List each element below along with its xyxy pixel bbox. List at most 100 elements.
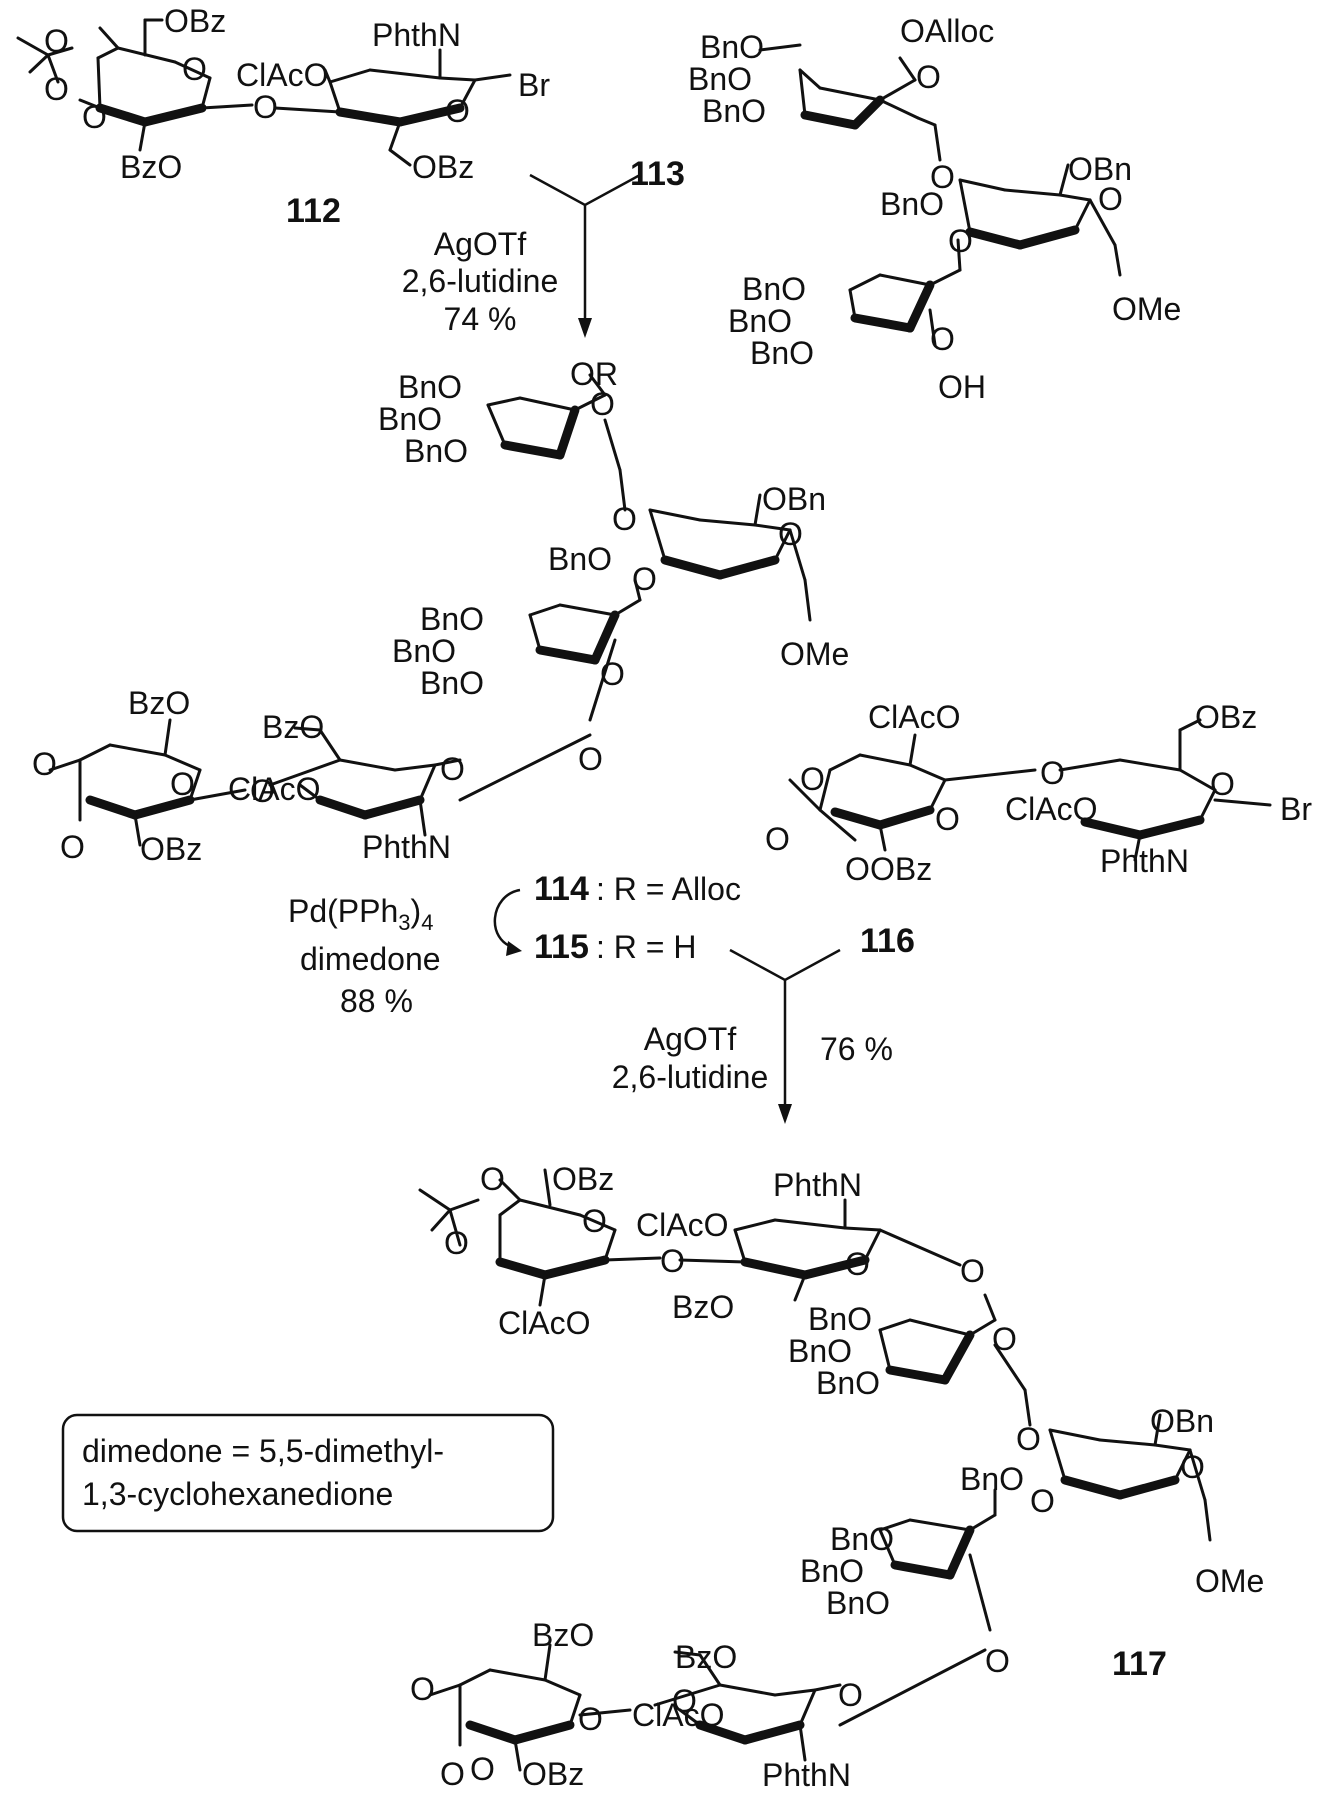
atom-label: ClAcO <box>868 699 960 735</box>
step3-reagent2: 2,6-lutidine <box>612 1059 769 1095</box>
atom-label: O <box>480 1161 505 1197</box>
note-line-1: dimedone = 5,5-dimethyl- <box>82 1433 444 1469</box>
atom-label: O <box>930 159 955 195</box>
atom-label: BzO <box>128 685 190 721</box>
atom-label: OBz <box>140 831 202 867</box>
atom-label: O <box>845 851 870 887</box>
atom-label: OBz <box>164 3 226 39</box>
atom-label: BnO <box>800 1553 864 1589</box>
atom-label: Br <box>1280 791 1312 827</box>
atom-label: BzO <box>532 1617 594 1653</box>
atom-label: OR <box>570 356 618 392</box>
atom-label: BnO <box>420 601 484 637</box>
atom-label: O <box>250 773 275 809</box>
atom-label: O <box>82 99 107 135</box>
atom-label: O <box>170 766 195 802</box>
atom-label: ClAcO <box>632 1697 724 1733</box>
atom-label: BnO <box>808 1301 872 1337</box>
atom-label: OBz <box>552 1161 614 1197</box>
atom-label: O <box>1030 1483 1055 1519</box>
atom-label: BzO <box>672 1289 734 1325</box>
atom-label: OMe <box>1112 291 1181 327</box>
atom-label: O <box>444 1225 469 1261</box>
atom-label: OBn <box>762 481 826 517</box>
atom-label: O <box>935 801 960 837</box>
step1-reagent2: 2,6-lutidine <box>402 263 559 299</box>
atom-label: O <box>1098 181 1123 217</box>
step3-reagent1: AgOTf <box>644 1021 737 1057</box>
atom-label: OBz <box>412 149 474 185</box>
atom-label: PhthN <box>362 829 451 865</box>
atom-label: OBz <box>1195 699 1257 735</box>
molecule-114-115: OR BnO BnO BnO O O OBn BnO O O BnO BnO O… <box>32 356 849 867</box>
atom-label: O <box>838 1677 863 1713</box>
atom-label: BnO <box>750 335 814 371</box>
molecule-116: ClAcO OBz O O O ClAcO O Br O O OBz PhthN… <box>765 699 1312 960</box>
atom-label: O <box>60 829 85 865</box>
atom-label: Br <box>518 67 550 103</box>
atom-label: O <box>916 59 941 95</box>
reaction-arrow-step1: AgOTf 2,6-lutidine 74 % <box>402 173 641 338</box>
atom-label: OBz <box>870 851 932 887</box>
atom-label: ClAcO <box>1005 791 1097 827</box>
atom-label: O <box>992 1321 1017 1357</box>
atom-label: O <box>578 1701 603 1737</box>
atom-label: O <box>182 51 207 87</box>
atom-label: BnO <box>880 186 944 222</box>
atom-label: O <box>44 71 69 107</box>
atom-label: O <box>1210 766 1235 802</box>
atom-label: O <box>578 741 603 777</box>
atom-label: BnO <box>728 303 792 339</box>
atom-label: O <box>440 751 465 787</box>
atom-label: PhthN <box>773 1167 862 1203</box>
atom-label: BnO <box>702 93 766 129</box>
atom-label: BnO <box>398 369 462 405</box>
atom-label: ClAcO <box>498 1305 590 1341</box>
atom-label: BnO <box>742 271 806 307</box>
atom-label: PhthN <box>762 1757 851 1793</box>
step3-yield: 76 % <box>820 1031 893 1067</box>
reaction-arrow-step2: Pd(PPh3)4 dimedone 88 % <box>288 888 522 1019</box>
compound-115-definition: : R = H <box>596 929 696 965</box>
atom-label: ClAcO <box>636 1207 728 1243</box>
compound-number-114: 114 <box>534 870 589 908</box>
atom-label: BnO <box>404 433 468 469</box>
atom-label: O <box>765 821 790 857</box>
atom-label: O <box>470 1751 495 1787</box>
step2-reagent2: dimedone <box>300 941 441 977</box>
atom-label: O <box>410 1671 435 1707</box>
step1-reagent1: AgOTf <box>434 226 527 262</box>
atom-label: OH <box>938 369 986 405</box>
molecule-112: O OBz PhthN O ClAcO Br O O O O BzO OBz 1… <box>16 3 550 230</box>
atom-label: BzO <box>675 1639 737 1675</box>
atom-label: PhthN <box>372 17 461 53</box>
atom-label: O <box>985 1643 1010 1679</box>
atom-label: O <box>253 89 278 125</box>
compound-number-116: 116 <box>860 922 915 960</box>
atom-label: O <box>440 1756 465 1792</box>
compound-number-115: 115 <box>534 928 589 966</box>
atom-label: OMe <box>780 636 849 672</box>
atom-label: BnO <box>548 541 612 577</box>
atom-label: BnO <box>960 1461 1024 1497</box>
compound-number-112: 112 <box>286 192 341 230</box>
atom-label: BnO <box>788 1333 852 1369</box>
atom-label: BnO <box>420 665 484 701</box>
atom-label: O <box>800 761 825 797</box>
atom-label: BnO <box>826 1585 890 1621</box>
atom-label: ClAcO <box>228 771 320 807</box>
step1-yield: 74 % <box>444 301 517 337</box>
atom-label: O <box>660 1243 685 1279</box>
atom-label: BnO <box>392 633 456 669</box>
atom-label: OBn <box>1150 1403 1214 1439</box>
atom-label: BnO <box>378 401 442 437</box>
atom-label: O <box>612 501 637 537</box>
step2-yield: 88 % <box>340 983 413 1019</box>
product-labels: 114 : R = Alloc 115 : R = H <box>534 870 741 966</box>
compound-114-definition: : R = Alloc <box>596 871 741 907</box>
atom-label: BzO <box>120 149 182 185</box>
atom-label: O <box>1040 755 1065 791</box>
atom-label: OBn <box>1068 151 1132 187</box>
step2-reagent1: Pd(PPh3)4 <box>288 893 433 935</box>
